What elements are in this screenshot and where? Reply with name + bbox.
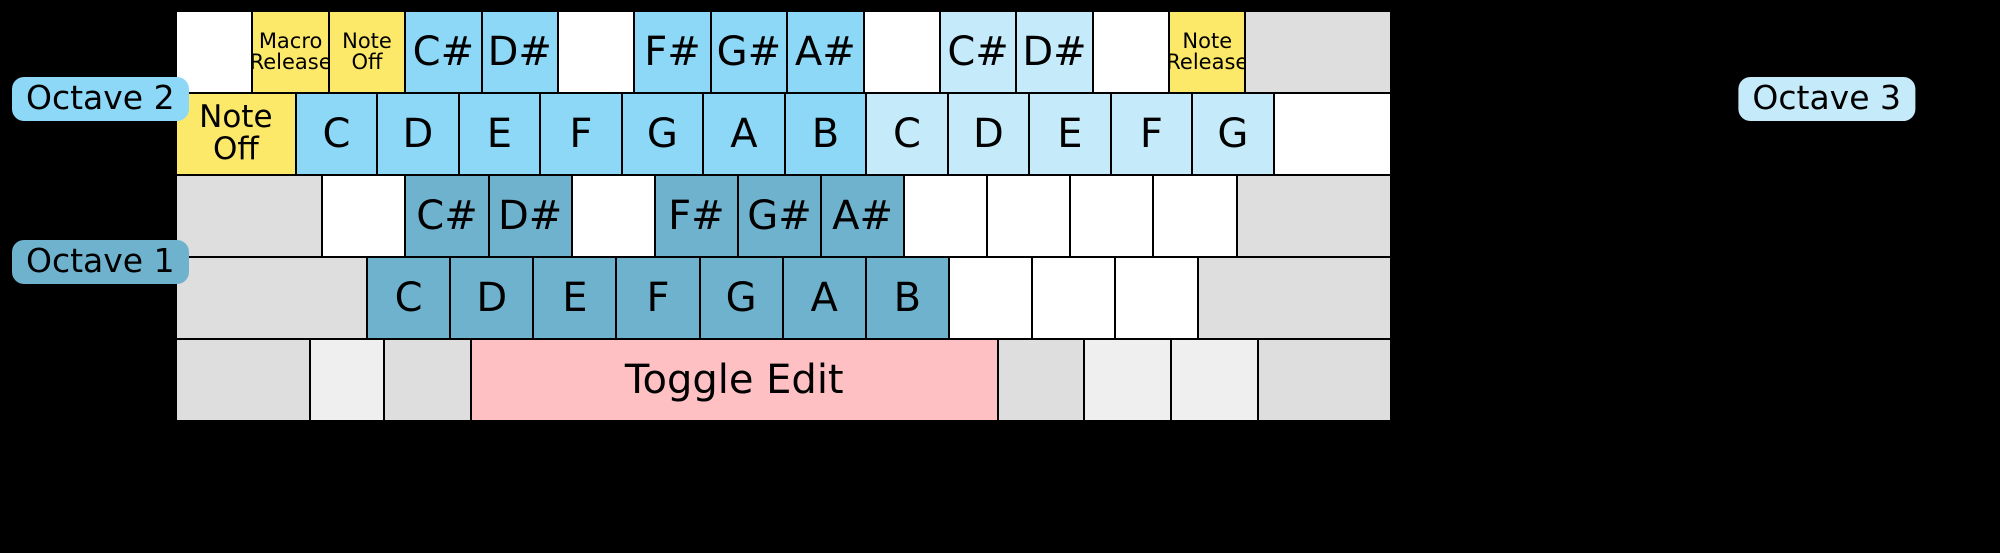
key-blank	[309, 338, 386, 422]
key-e[interactable]: E	[457, 92, 542, 176]
key-g[interactable]: G	[698, 256, 784, 340]
key-blank	[1235, 174, 1393, 258]
key-blank	[1091, 10, 1171, 94]
key-asharp[interactable]: A#	[820, 174, 906, 258]
key-c[interactable]: C	[294, 92, 379, 176]
key-d[interactable]: D	[449, 256, 535, 340]
key-blank	[1272, 92, 1392, 176]
octave-1-label: Octave 1	[12, 240, 189, 284]
key-gsharp[interactable]: G#	[709, 10, 789, 94]
keyboard-row-asdf-row: C#D# F#G#A#	[175, 174, 1393, 258]
key-blank	[556, 10, 636, 94]
key-b[interactable]: B	[864, 256, 950, 340]
key-blank	[321, 174, 407, 258]
octave-3-label: Octave 3	[1738, 77, 1915, 121]
key-blank	[1197, 256, 1392, 340]
key-g[interactable]: G	[620, 92, 705, 176]
key-blank	[175, 174, 324, 258]
key-g[interactable]: G	[1191, 92, 1275, 176]
key-f[interactable]: F	[1109, 92, 1194, 176]
key-blank	[996, 338, 1086, 422]
key-blank	[175, 10, 254, 94]
key-toggle-edit[interactable]: Toggle Edit	[469, 338, 999, 422]
key-b[interactable]: B	[783, 92, 868, 176]
key-blank	[1152, 174, 1238, 258]
key-blank	[1031, 256, 1117, 340]
key-blank	[570, 174, 656, 258]
key-csharp[interactable]: C#	[404, 10, 483, 94]
key-asharp[interactable]: A#	[786, 10, 865, 94]
key-dsharp[interactable]: D#	[1015, 10, 1094, 94]
key-fsharp[interactable]: F#	[633, 10, 712, 94]
keyboard-row-spacebar-row: Toggle Edit	[175, 338, 1392, 422]
key-d[interactable]: D	[946, 92, 1031, 176]
key-csharp[interactable]: C#	[404, 174, 490, 258]
key-blank	[1170, 338, 1259, 422]
key-c[interactable]: C	[865, 92, 949, 176]
key-dsharp[interactable]: D#	[480, 10, 559, 94]
key-f[interactable]: F	[615, 256, 701, 340]
key-d[interactable]: D	[376, 92, 460, 176]
key-blank	[862, 10, 941, 94]
key-macro-release[interactable]: Macro Release	[251, 10, 330, 94]
key-e[interactable]: E	[1028, 92, 1112, 176]
key-gsharp[interactable]: G#	[736, 174, 823, 258]
key-c[interactable]: C	[366, 256, 452, 340]
key-blank	[1069, 174, 1155, 258]
key-f[interactable]: F	[539, 92, 623, 176]
key-fsharp[interactable]: F#	[653, 174, 739, 258]
key-blank	[1244, 10, 1393, 94]
key-blank	[947, 256, 1034, 340]
key-a[interactable]: A	[781, 256, 867, 340]
key-blank	[175, 256, 369, 340]
key-note-off[interactable]: Note Off	[327, 10, 407, 94]
key-e[interactable]: E	[532, 256, 618, 340]
key-csharp[interactable]: C#	[938, 10, 1018, 94]
key-blank	[1256, 338, 1392, 422]
key-blank	[175, 338, 312, 422]
key-a[interactable]: A	[702, 92, 786, 176]
key-note-off[interactable]: Note Off	[175, 92, 297, 176]
key-blank	[1083, 338, 1173, 422]
key-blank	[903, 174, 989, 258]
key-note-release[interactable]: Note Release	[1168, 10, 1247, 94]
key-blank	[1114, 256, 1200, 340]
octave-2-label: Octave 2	[12, 77, 189, 121]
key-blank	[986, 174, 1072, 258]
key-blank	[383, 338, 472, 422]
key-dsharp[interactable]: D#	[487, 174, 573, 258]
